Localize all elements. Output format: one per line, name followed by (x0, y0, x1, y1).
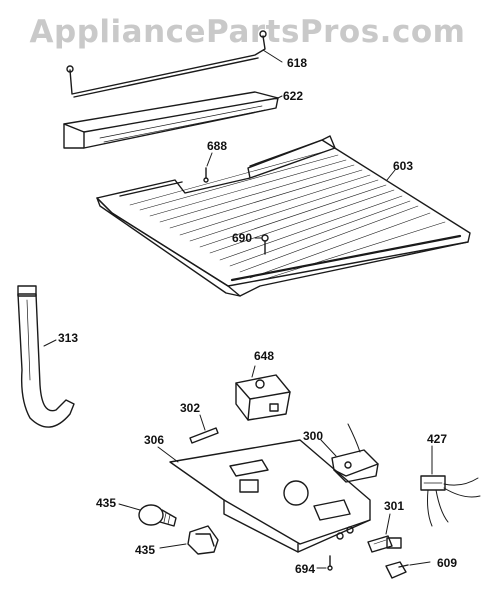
watermark: AppliancePartsPros.com (29, 14, 466, 50)
part-603-ceiling-panel[interactable] (96, 135, 471, 297)
label-435-socket[interactable]: 435 (135, 543, 156, 557)
label-301[interactable]: 301 (384, 499, 405, 513)
part-302-pin[interactable] (189, 414, 219, 444)
label-609[interactable]: 609 (437, 556, 458, 570)
part-435-light-bulb[interactable] (118, 503, 177, 527)
part-618-wire-rod[interactable] (66, 30, 283, 98)
label-435-bulb[interactable]: 435 (96, 496, 117, 510)
part-427-wire-harness[interactable] (420, 445, 481, 527)
part-648-timer[interactable] (235, 365, 291, 421)
label-302[interactable]: 302 (180, 401, 201, 415)
label-618[interactable]: 618 (287, 56, 308, 70)
part-300-thermostat[interactable] (320, 423, 379, 483)
part-622-rear-cover[interactable] (63, 91, 283, 149)
label-306[interactable]: 306 (144, 433, 165, 447)
label-427[interactable]: 427 (427, 432, 448, 446)
label-688[interactable]: 688 (207, 139, 228, 153)
part-688-screw[interactable] (203, 152, 213, 183)
label-622[interactable]: 622 (283, 89, 304, 103)
part-306-control-housing[interactable] (157, 439, 371, 553)
label-313[interactable]: 313 (58, 331, 79, 345)
label-694[interactable]: 694 (295, 562, 316, 576)
label-603[interactable]: 603 (393, 159, 414, 173)
label-648[interactable]: 648 (254, 349, 275, 363)
part-435-light-socket[interactable] (159, 525, 219, 555)
part-694-screw[interactable] (316, 555, 333, 571)
part-313-drain-tube[interactable] (17, 285, 75, 428)
label-690[interactable]: 690 (232, 231, 253, 245)
part-609-switch[interactable] (385, 561, 431, 579)
label-300[interactable]: 300 (303, 429, 324, 443)
part-301-knob-shaft[interactable] (367, 513, 402, 553)
part-690-screw[interactable] (254, 234, 269, 255)
